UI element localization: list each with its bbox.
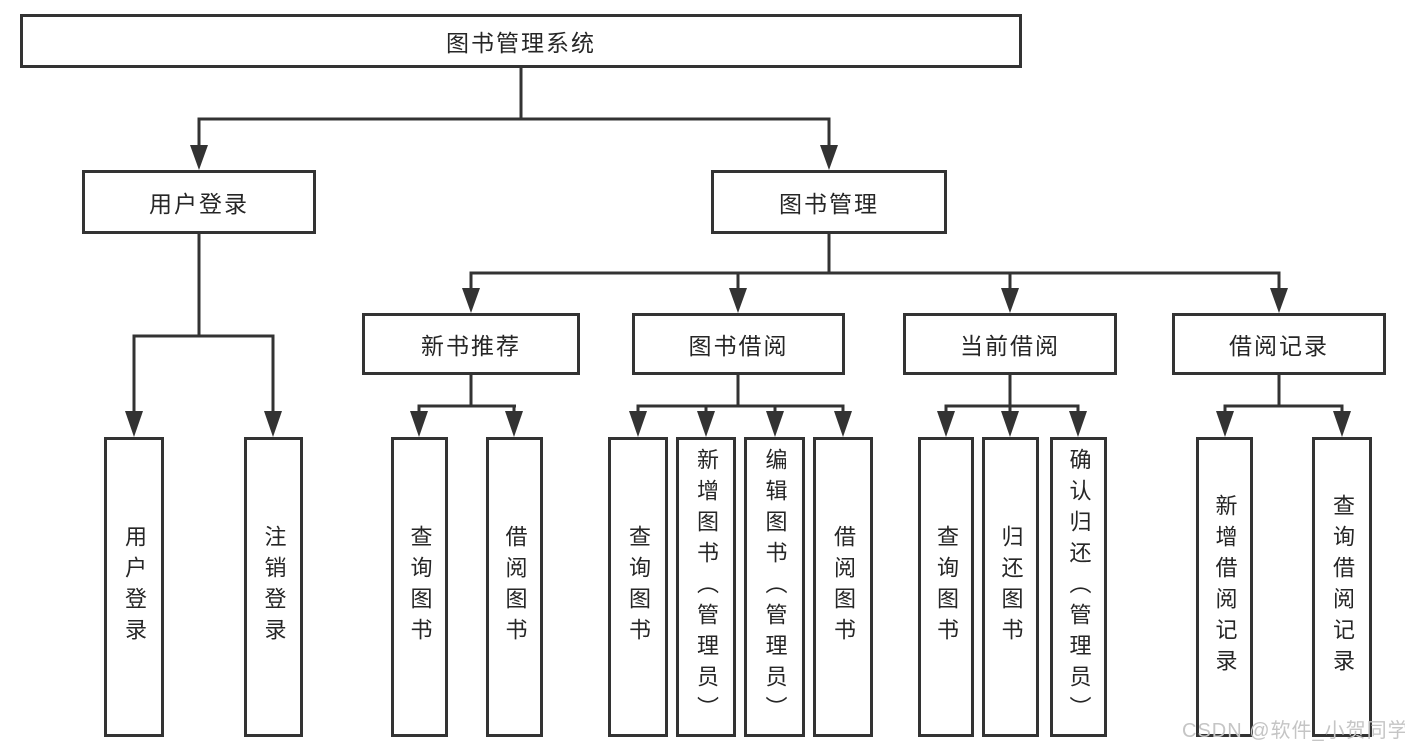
leaf-return-book: 归还图书	[982, 437, 1039, 737]
leaf-query-book-under-borrow: 查询图书	[608, 437, 668, 737]
leaf-query-borrow-record: 查询借阅记录	[1312, 437, 1372, 737]
leaf-logout: 注销登录	[244, 437, 303, 737]
leaf-confirm-return-admin: 确认归还（管理员）	[1050, 437, 1107, 737]
leaf-query-book-under-current: 查询图书	[918, 437, 974, 737]
node-user-login: 用户登录	[82, 170, 316, 234]
leaf-add-borrow-record: 新增借阅记录	[1196, 437, 1253, 737]
leaf-borrow-book-under-newrec: 借阅图书	[486, 437, 543, 737]
node-borrowing-records: 借阅记录	[1172, 313, 1386, 375]
node-current-borrowing: 当前借阅	[903, 313, 1117, 375]
leaf-add-book-admin: 新增图书（管理员）	[676, 437, 736, 737]
leaf-edit-book-admin: 编辑图书（管理员）	[744, 437, 805, 737]
node-new-book-recommendation: 新书推荐	[362, 313, 580, 375]
csdn-watermark: CSDN @软件_小贺同学	[1182, 720, 1405, 742]
node-book-borrowing: 图书借阅	[632, 313, 845, 375]
tree-edges	[132, 68, 1344, 414]
node-book-management: 图书管理	[711, 170, 947, 234]
leaf-user-login: 用户登录	[104, 437, 164, 737]
node-library-management-system: 图书管理系统	[20, 14, 1022, 68]
arrowheads	[125, 145, 1351, 437]
leaf-borrow-book-under-borrow: 借阅图书	[813, 437, 873, 737]
leaf-query-book-under-newrec: 查询图书	[391, 437, 448, 737]
